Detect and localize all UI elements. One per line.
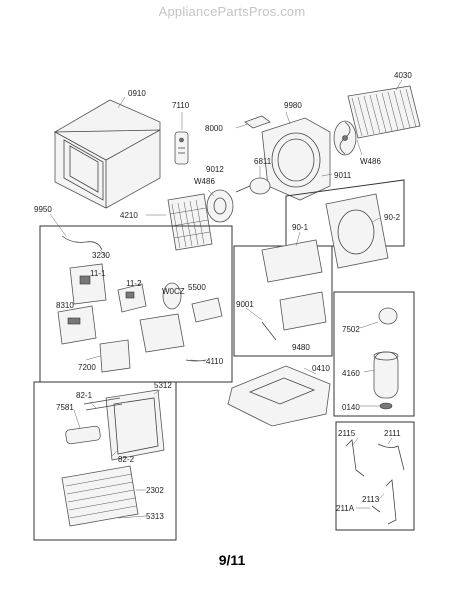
label-9001: 9001 bbox=[236, 300, 254, 309]
remote-7110 bbox=[174, 112, 189, 165]
cabinet-0910 bbox=[53, 96, 161, 209]
label-5500: 5500 bbox=[188, 283, 206, 292]
fan-motor-6811 bbox=[235, 166, 271, 195]
label-5312: 5312 bbox=[154, 381, 172, 390]
label-2113: 2113 bbox=[362, 495, 380, 504]
label-4210: 4210 bbox=[120, 211, 138, 220]
condenser-fan bbox=[333, 120, 363, 156]
part-labels: 0910 7110 8000 9980 4030 6811 9012 W486 … bbox=[34, 71, 412, 521]
label-0410: 0410 bbox=[312, 364, 330, 373]
label-w0cz: W0CZ bbox=[162, 287, 185, 296]
base-box-frame bbox=[233, 179, 405, 357]
evaporator-4210 bbox=[146, 193, 213, 251]
label-9480: 9480 bbox=[292, 343, 310, 352]
label-6811: 6811 bbox=[254, 157, 272, 166]
label-9980: 9980 bbox=[284, 101, 302, 110]
label-5313: 5313 bbox=[146, 512, 164, 521]
label-2302: 2302 bbox=[146, 486, 164, 495]
label-2115: 2115 bbox=[338, 429, 356, 438]
control-box-frame bbox=[39, 213, 233, 383]
label-9950: 9950 bbox=[34, 205, 52, 214]
label-7581: 7581 bbox=[56, 403, 74, 412]
page-number: 9/11 bbox=[218, 552, 246, 568]
shroud-9980 bbox=[235, 111, 331, 201]
condenser-4030 bbox=[347, 79, 421, 139]
label-82-2: 82-2 bbox=[118, 455, 135, 464]
label-4030: 4030 bbox=[394, 71, 412, 80]
label-82-1: 82-1 bbox=[76, 391, 93, 400]
label-8000: 8000 bbox=[205, 124, 223, 133]
label-4160: 4160 bbox=[342, 369, 360, 378]
label-7110: 7110 bbox=[172, 101, 190, 110]
label-w486-right: W486 bbox=[360, 157, 381, 166]
label-9012: 9012 bbox=[206, 165, 224, 174]
blower-wheel bbox=[206, 189, 234, 223]
label-90-2: 90-2 bbox=[384, 213, 401, 222]
site-watermark: AppliancePartsPros.com bbox=[158, 4, 306, 19]
label-9011: 9011 bbox=[334, 171, 352, 180]
label-3230: 3230 bbox=[92, 251, 110, 260]
label-11-1: 11-1 bbox=[90, 269, 106, 278]
label-7502: 7502 bbox=[342, 325, 360, 334]
label-w486-left: W486 bbox=[194, 177, 215, 186]
piping-box-frame bbox=[335, 421, 415, 531]
label-8310: 8310 bbox=[56, 301, 74, 310]
compressor-box-frame bbox=[333, 291, 415, 417]
label-0910: 0910 bbox=[128, 89, 146, 98]
base-pan-0410 bbox=[227, 365, 331, 427]
front-grille-frame bbox=[33, 381, 177, 541]
label-4110: 4110 bbox=[206, 357, 224, 366]
label-7200: 7200 bbox=[78, 363, 96, 372]
label-2111: 2111 bbox=[384, 429, 401, 438]
label-0140: 0140 bbox=[342, 403, 360, 412]
leader-9011 bbox=[321, 173, 333, 177]
label-211a: 211A bbox=[336, 504, 355, 513]
label-90-1: 90-1 bbox=[292, 223, 309, 232]
label-11-2: 11-2 bbox=[126, 279, 142, 288]
